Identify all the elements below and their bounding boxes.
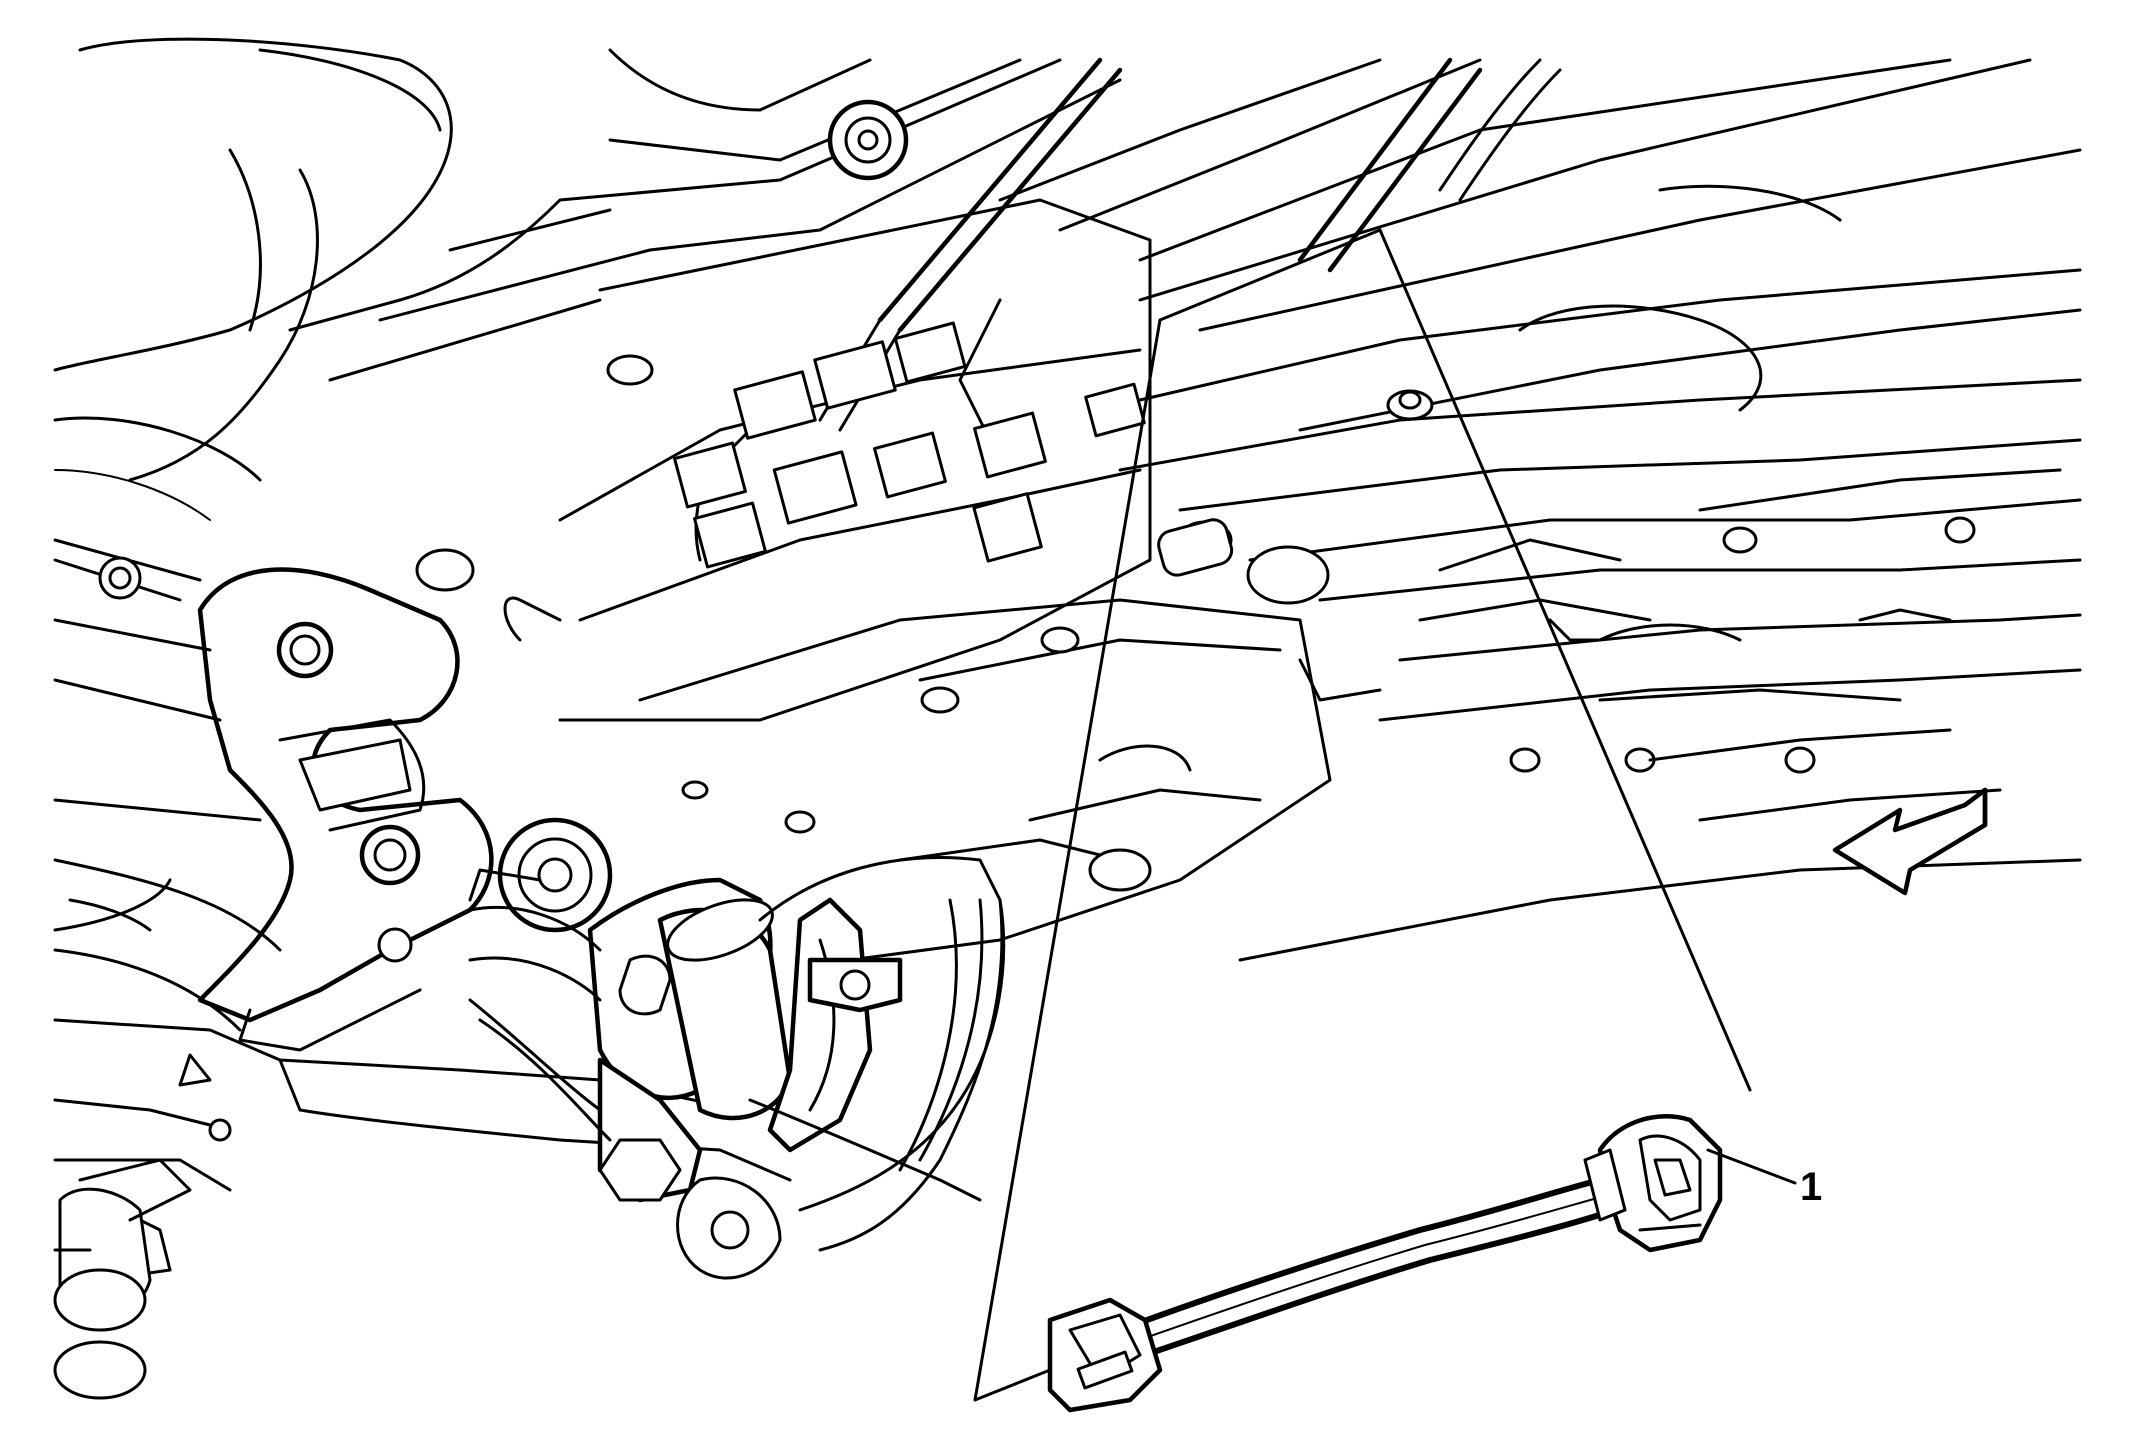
- line-clips-cluster: [673, 321, 1146, 569]
- detail-inset-callout: [973, 228, 1752, 1402]
- rear-subframe: [53, 538, 792, 1400]
- callout-1: 1: [1706, 1148, 1822, 1209]
- floor-pan-details: [1298, 608, 2002, 822]
- direction-arrow-icon: [1832, 787, 1988, 896]
- heat-shield: [558, 198, 1332, 962]
- fuel-lines: [503, 57, 1562, 642]
- callout-1-label: 1: [1800, 1165, 1822, 1209]
- floor-holes: [415, 354, 1976, 892]
- fuel-hose-assembly: [1047, 1114, 1723, 1413]
- tire-and-wheel-well: [53, 37, 453, 521]
- underbody-floor-pan: [288, 48, 2082, 962]
- body-mount-bolt: [827, 99, 909, 181]
- rear-suspension-bracket: [197, 567, 613, 1052]
- shock-absorber-knuckle: [468, 856, 1006, 1280]
